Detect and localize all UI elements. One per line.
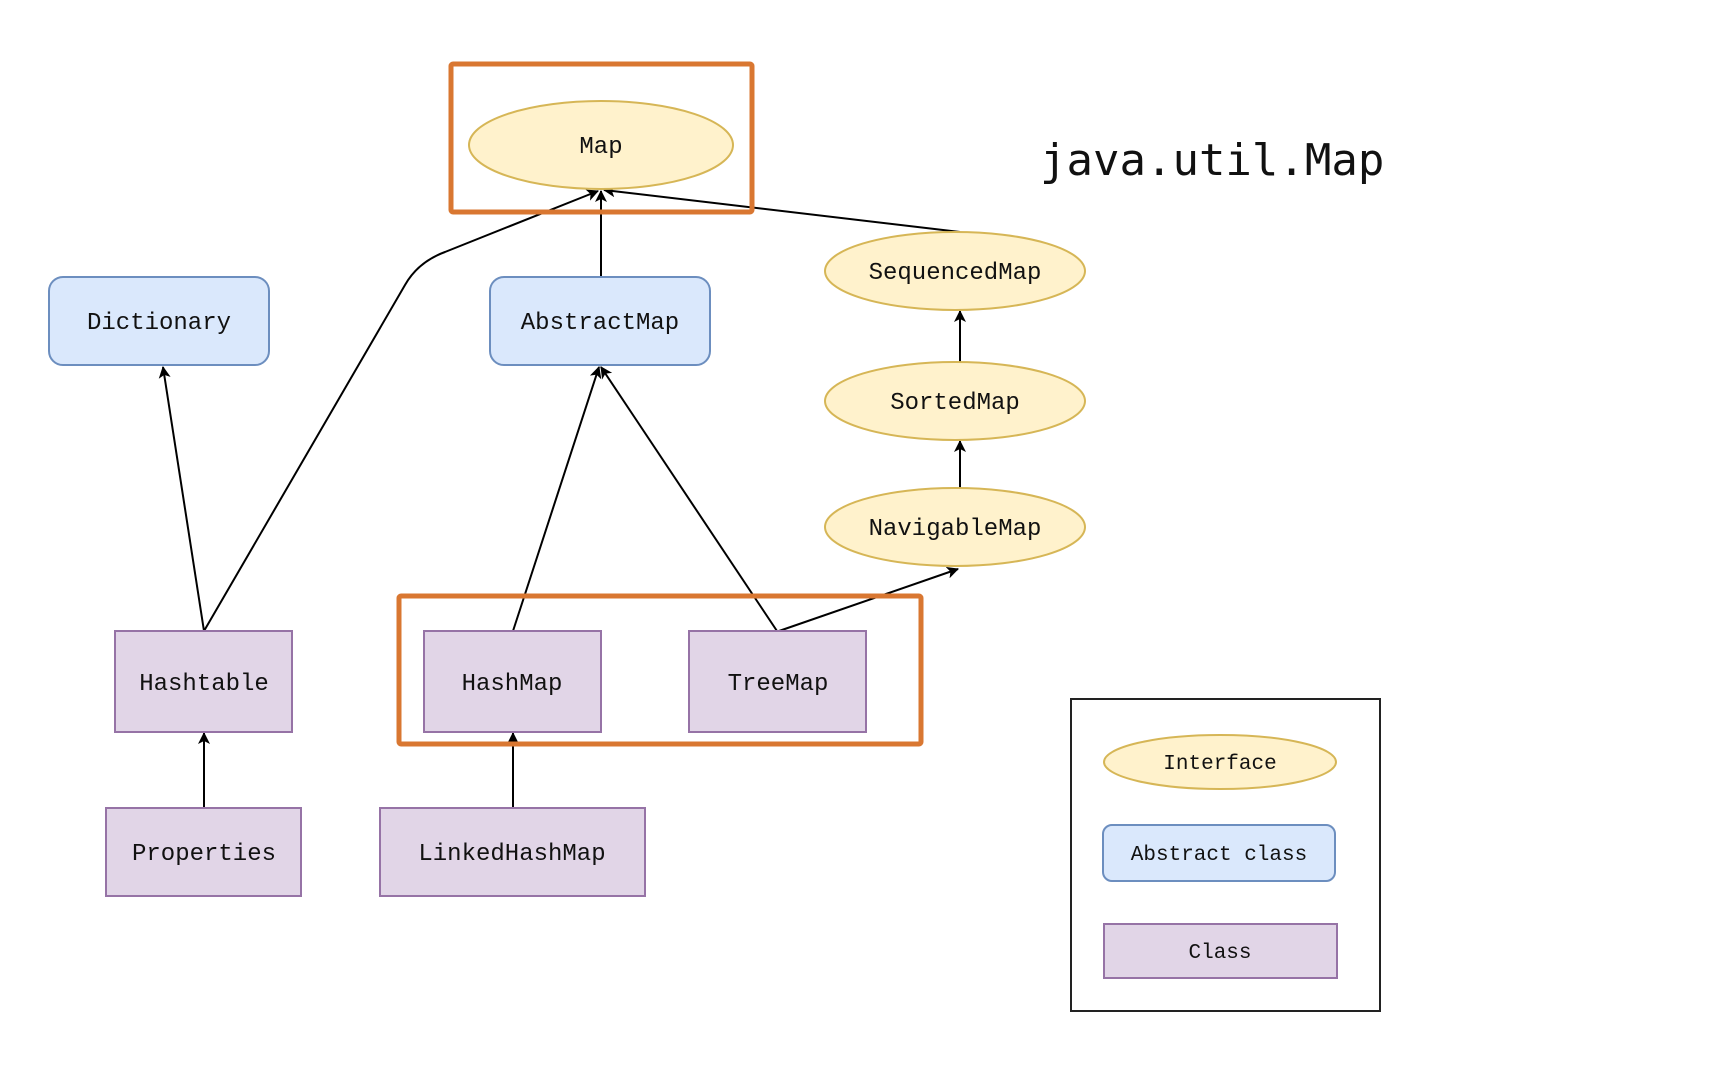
node-label: SortedMap [890,390,1020,417]
legend: Interface Abstract class Class [1070,698,1381,1012]
legend-label: Abstract class [1131,844,1307,867]
highlight-box-map [448,61,755,215]
legend-class-swatch [1103,923,1338,979]
class-shape [105,807,302,897]
node-label: HashMap [462,671,563,698]
diagram-title: java.util.Map [1040,135,1384,186]
legend-abstract-swatch [1102,824,1336,882]
node-label: NavigableMap [869,516,1042,543]
node-label: Map [579,134,622,161]
legend-item-class: Class [1103,923,1338,979]
abstract-class-shape [489,276,711,366]
node-label: SequencedMap [869,260,1042,287]
node-treemap[interactable]: TreeMap [688,630,867,733]
interface-shape [824,361,1086,441]
edge-treemap-navigablemap [778,566,959,632]
node-label: LinkedHashMap [418,841,605,868]
class-shape [423,630,602,733]
edges [158,185,966,808]
node-linkedhashmap[interactable]: LinkedHashMap [379,807,646,897]
node-dictionary[interactable]: Dictionary [48,276,270,366]
legend-label: Interface [1163,753,1276,776]
edge-sequencedmap-map [603,185,961,233]
edge-treemap-abstractmap [600,366,778,632]
interface-shape [824,487,1086,567]
node-map[interactable]: Map [468,100,734,190]
node-hashtable[interactable]: Hashtable [114,630,293,733]
edge-hashtable-map [203,189,599,632]
node-label: Properties [132,841,276,868]
legend-label: Class [1188,942,1251,965]
node-sortedmap[interactable]: SortedMap [824,361,1086,441]
legend-interface-swatch [1103,734,1337,790]
edge-hashtable-dictionary [158,366,205,632]
node-navigablemap[interactable]: NavigableMap [824,487,1086,567]
class-shape [379,807,646,897]
node-hashmap[interactable]: HashMap [423,630,602,733]
interface-shape [824,231,1086,311]
node-label: Hashtable [139,671,269,698]
node-label: TreeMap [728,671,829,698]
class-shape [688,630,867,733]
interface-shape [468,100,734,190]
node-label: AbstractMap [521,310,679,337]
abstract-class-shape [48,276,270,366]
highlight-box-hashmap-treemap [396,593,924,747]
node-properties[interactable]: Properties [105,807,302,897]
legend-item-interface: Interface [1103,734,1337,790]
edge-hashmap-abstractmap [512,366,602,632]
node-label: Dictionary [87,310,231,337]
legend-item-abstract: Abstract class [1102,824,1336,882]
node-abstractmap[interactable]: AbstractMap [489,276,711,366]
class-shape [114,630,293,733]
node-sequencedmap[interactable]: SequencedMap [824,231,1086,311]
